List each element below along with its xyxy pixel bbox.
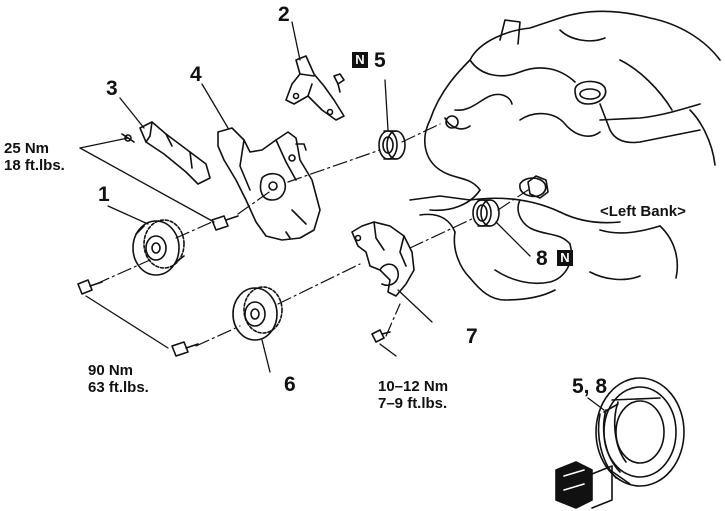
torque-upper-bolts: 25 Nm 18 ft.lbs. <box>4 140 65 174</box>
callout-3: 3 <box>106 77 118 100</box>
bolts <box>77 215 391 357</box>
torque-sprocket-metric: 90 Nm <box>88 362 134 379</box>
callout-2: 2 <box>278 3 290 26</box>
part-4-bracket <box>217 127 321 241</box>
torque-cover-imperial: 7–9 ft.lbs. <box>378 395 448 412</box>
callout-4: 4 <box>190 63 202 86</box>
part-3-bracket <box>121 121 211 185</box>
callout-1: 1 <box>98 183 110 206</box>
assembly-lines <box>95 123 529 347</box>
seal-detail <box>555 377 685 509</box>
part-1-sprocket <box>132 219 185 276</box>
part-8-oil-seal <box>472 175 549 227</box>
callout-8: 8 <box>536 247 548 270</box>
leader-lines <box>79 21 605 411</box>
bank-label: <Left Bank> <box>600 203 686 220</box>
new-part-badge-8: N <box>557 250 573 266</box>
callout-6: 6 <box>284 373 296 396</box>
torque-sprocket-bolts: 90 Nm 63 ft.lbs. <box>88 362 149 396</box>
callout-detail-5-8: 5, 8 <box>572 375 608 398</box>
torque-upper-metric: 25 Nm <box>4 140 50 157</box>
callout-7: 7 <box>466 325 478 348</box>
torque-cover-metric: 10–12 Nm <box>378 378 449 395</box>
part-7-cover <box>351 221 415 297</box>
torque-sprocket-imperial: 63 ft.lbs. <box>88 379 149 396</box>
torque-cover-bolt: 10–12 Nm 7–9 ft.lbs. <box>378 378 448 412</box>
part-6-sprocket <box>232 286 283 341</box>
callout-5: 5 <box>374 49 386 72</box>
torque-upper-imperial: 18 ft.lbs. <box>4 157 65 174</box>
part-2-bracket <box>285 55 345 121</box>
part-5-oil-seal <box>378 130 406 160</box>
new-part-badge-5: N <box>352 52 368 68</box>
